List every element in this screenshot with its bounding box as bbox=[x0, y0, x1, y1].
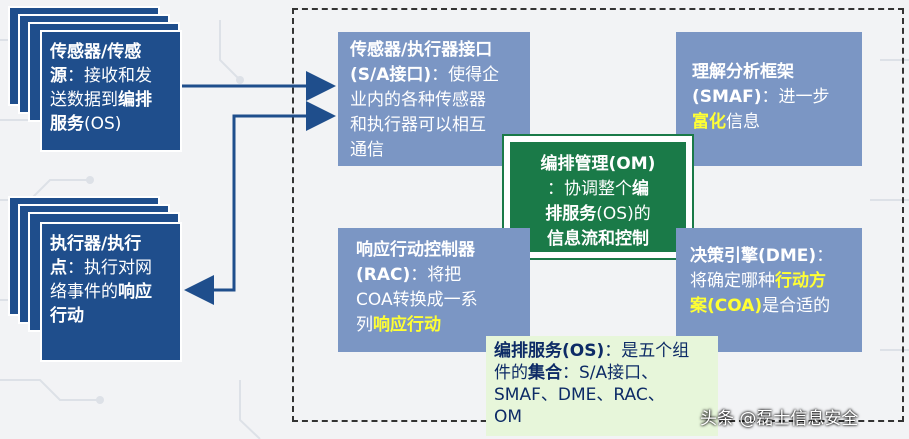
os-note-title: 编排服务(OS) bbox=[494, 341, 605, 361]
sensor-box: 传感器/传感 源：接收和发 送数据到编排 服务(OS) bbox=[40, 30, 182, 152]
rac-box: 响应行动控制器 (RAC)：将把 COA转换成一系 列响应行动 bbox=[338, 228, 530, 352]
sensor-title: 传感器/传感 bbox=[50, 42, 142, 62]
dme-title: 决策引擎(DME) bbox=[690, 246, 817, 266]
rac-title: 响应行动控制器 bbox=[356, 240, 475, 260]
actuator-box: 执行器/执行 点：执行对网 络事件的响应 行动 bbox=[40, 222, 182, 362]
actuator-title: 执行器/执行 bbox=[50, 234, 142, 254]
om-title: 编排管理(OM) bbox=[540, 154, 656, 174]
sa-title: 传感器/执行器接口 bbox=[350, 40, 493, 60]
dme-box: 决策引擎(DME)： 将确定哪种行动方 案(COA)是合适的 bbox=[676, 228, 862, 352]
os-definition-note: 编排服务(OS)：是五个组 件的集合：S/A接口、 SMAF、DME、RAC、 … bbox=[486, 336, 718, 436]
arrow-sa-actuator bbox=[184, 114, 330, 305]
sa-interface-box: 传感器/执行器接口 (S/A接口)：使得企 业内的各种传感器 和执行器可以相互 … bbox=[338, 32, 530, 166]
orchestration-management-box: 编排管理(OM) ：协调整个编 排服务(OS)的 信息流和控制 bbox=[504, 136, 692, 258]
smaf-box: 理解分析框架 (SMAF)：进一步 富化信息 bbox=[676, 32, 862, 166]
watermark: 头条 @磊士信息安全 bbox=[700, 409, 859, 429]
smaf-title: 理解分析框架 bbox=[692, 62, 794, 82]
